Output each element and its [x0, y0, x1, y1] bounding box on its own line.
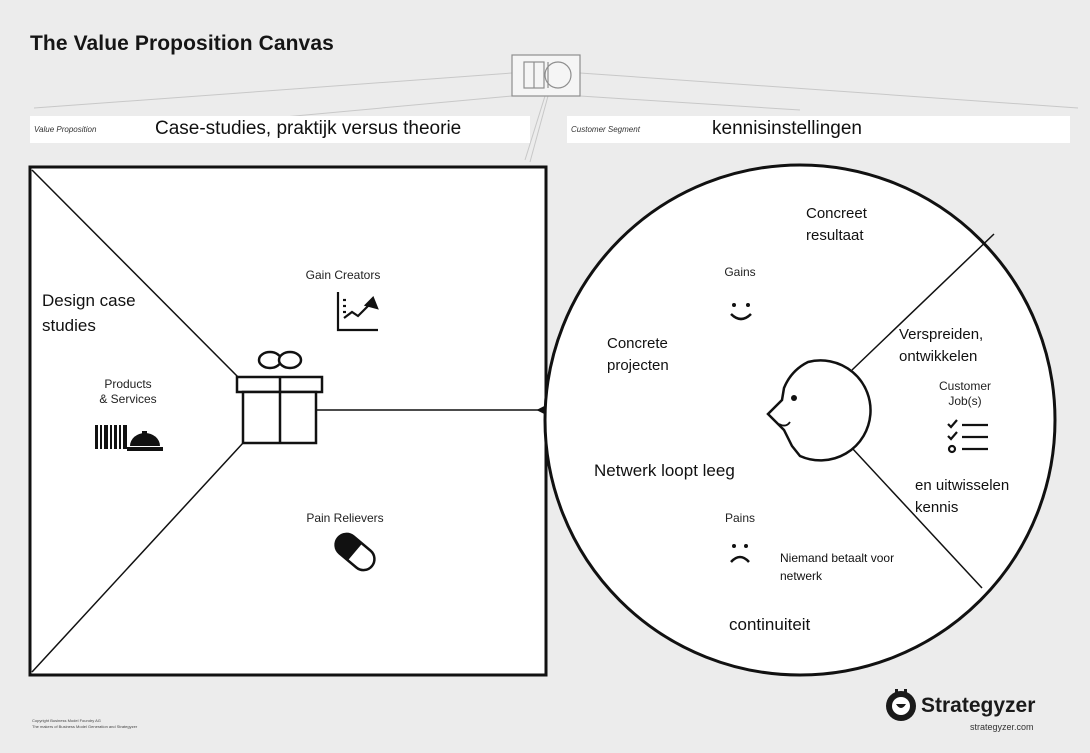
customer-jobs-line-1: Customer [938, 379, 991, 393]
note-netwerk-loopt-leeg: Netwerk loopt leeg [594, 461, 735, 480]
note-line: kennis [915, 499, 959, 516]
note-verspreiden-ontwikkelen: Verspreiden, ontwikkelen [899, 324, 983, 368]
note-line: Design case [42, 291, 136, 310]
note-niemand-betaalt: Niemand betaalt voor netwerk [780, 549, 894, 585]
chart-icon [336, 292, 379, 332]
gift-icon [235, 350, 324, 445]
value-proposition-bar: Value Proposition Case-studies, praktijk… [30, 116, 530, 143]
gain-creators-label: Gain Creators [305, 268, 381, 282]
note-line: studies [42, 316, 96, 335]
brand-url: strategyzer.com [970, 722, 1034, 732]
note-line: Concreet [806, 205, 867, 222]
note-line: Concrete [607, 335, 668, 352]
mini-canvas-icon [511, 54, 581, 97]
value-map-dividers [31, 169, 540, 673]
note-line: Niemand betaalt voor [780, 551, 895, 565]
page-title: The Value Proposition Canvas [30, 32, 334, 55]
gains-label: Gains [724, 265, 756, 279]
brand-name: Strategyzer [921, 694, 1036, 717]
value-proposition-label: Value Proposition [34, 125, 97, 134]
note-concrete-projecten: Concrete projecten [607, 333, 669, 377]
value-proposition-value: Case-studies, praktijk versus theorie [155, 118, 462, 139]
note-line: en uitwisselen [915, 477, 1010, 494]
customer-profile-dividers [851, 233, 995, 589]
note-continuiteit: continuiteit [729, 615, 811, 634]
customer-segment-bar: Customer Segment kennisinstellingen [567, 116, 1070, 143]
pill-icon [334, 532, 376, 572]
note-concreet-resultaat: Concreet resultaat [806, 203, 867, 247]
smile-icon [730, 303, 752, 321]
sad-icon [730, 544, 750, 563]
note-line: netwerk [780, 569, 823, 583]
customer-jobs-label: Customer Job(s) [920, 379, 1010, 409]
note-line: Verspreiden, [899, 326, 984, 343]
strategyzer-logo-icon [886, 689, 916, 721]
copyright-line-2: The makers of Business Model Generation … [32, 724, 138, 729]
checklist-icon [947, 419, 988, 454]
customer-jobs-line-2: Job(s) [948, 394, 982, 408]
products-services-label: Products & Services [78, 377, 178, 407]
pain-relievers-label: Pain Relievers [306, 511, 384, 525]
service-bell-icon [127, 431, 163, 451]
pains-label: Pains [724, 511, 756, 525]
note-line: projecten [607, 357, 669, 374]
customer-segment-label: Customer Segment [571, 125, 640, 134]
barcode-icon [95, 425, 127, 449]
customer-segment-value: kennisinstellingen [712, 118, 862, 139]
customer-face-icon [766, 359, 872, 462]
note-line: resultaat [806, 227, 864, 244]
note-line: ontwikkelen [899, 348, 978, 365]
products-services-line-2: & Services [99, 392, 157, 406]
copyright-line-1: Copyright Business Model Foundry AG [32, 718, 101, 723]
products-services-line-1: Products [104, 377, 152, 391]
note-uitwisselen-kennis: en uitwisselen kennis [915, 475, 1009, 519]
note-design-case-studies: Design case studies [42, 288, 136, 338]
